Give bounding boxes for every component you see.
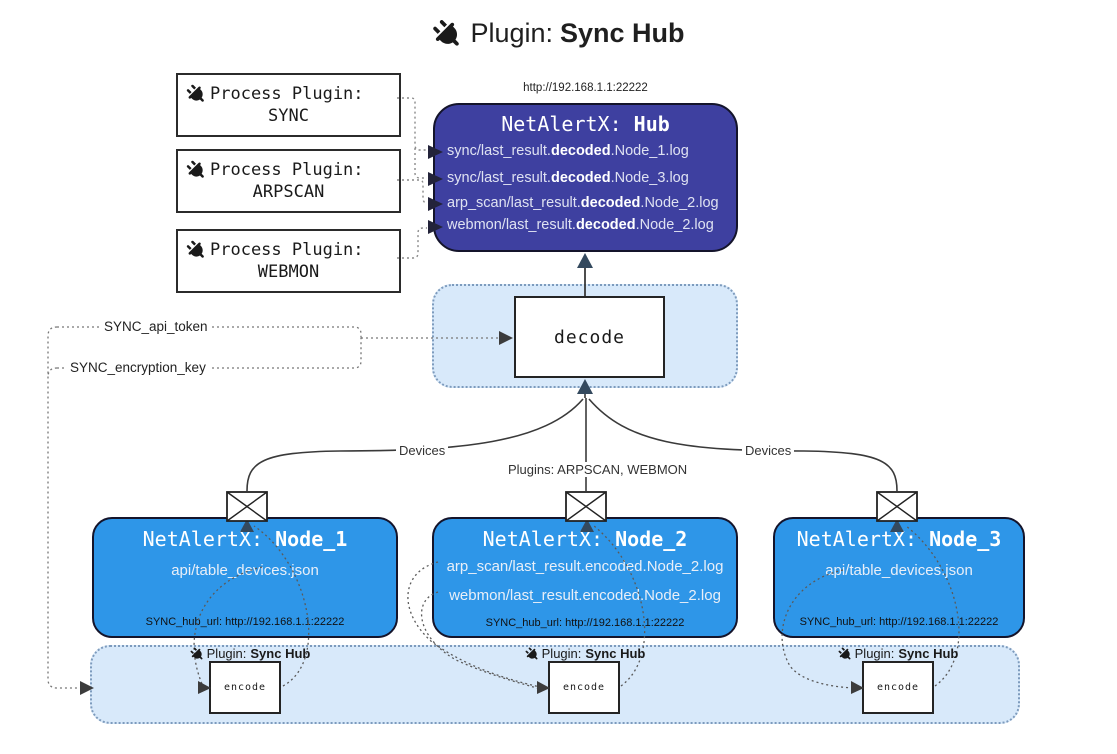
encode-box-2: encode xyxy=(548,661,620,714)
hub-box xyxy=(433,103,738,252)
edge-label-devices-right: Devices xyxy=(742,443,795,458)
plug-icon xyxy=(186,240,206,260)
process-plugin-label: Process Plugin: xyxy=(210,84,364,104)
process-plugin-name: ARPSCAN xyxy=(252,182,325,202)
node-3-file: api/table_devices.json xyxy=(825,562,973,579)
node-2-file: webmon/last_result.encoded.Node_2.log xyxy=(449,587,721,604)
encoder-1-label: Plugin:Sync Hub xyxy=(170,646,330,661)
page-title: Plugin: Sync Hub xyxy=(0,18,1117,49)
process-plugin-webmon: Process Plugin: WEBMON xyxy=(176,229,401,293)
decode-to-hub-arrow-icon xyxy=(577,253,593,268)
plug-icon xyxy=(432,19,462,49)
hub-title-name: Hub xyxy=(633,112,670,136)
edge-webmon-to-hub xyxy=(397,227,427,259)
encode-label: encode xyxy=(876,682,920,693)
title-name: Sync Hub xyxy=(560,18,685,48)
node-2-hub-url: SYNC_hub_url: http://192.168.1.1:22222 xyxy=(485,617,685,629)
encode-box-1: encode xyxy=(209,661,281,714)
sync-api-token-label: SYNC_api_token xyxy=(100,319,212,334)
hub-log-line: sync/last_result.decoded.Node_1.log xyxy=(447,143,689,159)
edge-label-devices-left: Devices xyxy=(396,443,449,458)
sync-encryption-key-label: SYNC_encryption_key xyxy=(66,360,210,375)
plug-icon xyxy=(838,646,852,661)
plug-icon xyxy=(186,160,206,180)
node-2-file: arp_scan/last_result.encoded.Node_2.log xyxy=(446,558,724,575)
edge-sync-to-hub xyxy=(397,97,427,179)
title-prefix: Plugin: xyxy=(470,18,554,48)
process-plugin-sync: Process Plugin: SYNC xyxy=(176,73,401,137)
encoder-3-label: Plugin:Sync Hub xyxy=(818,646,978,661)
encode-label: encode xyxy=(223,682,267,693)
process-plugin-arpscan: Process Plugin: ARPSCAN xyxy=(176,149,401,213)
encode-label: encode xyxy=(562,682,606,693)
decode-label: decode xyxy=(553,326,626,348)
edge-label-plugins: Plugins: ARPSCAN, WEBMON xyxy=(505,462,691,477)
hub-log-line: sync/last_result.decoded.Node_3.log xyxy=(447,170,689,186)
hub-url: http://192.168.1.1:22222 xyxy=(523,82,648,94)
process-plugin-name: SYNC xyxy=(268,106,309,126)
encode-box-3: encode xyxy=(862,661,934,714)
node-1-title: NetAlertX: Node_1 xyxy=(142,527,348,551)
decode-box: decode xyxy=(514,296,665,378)
node-1-file: api/table_devices.json xyxy=(171,562,319,579)
edge-arpscan-to-hub xyxy=(397,179,428,204)
process-plugin-label: Process Plugin: xyxy=(210,240,364,260)
plug-icon xyxy=(186,84,206,104)
process-plugin-label: Process Plugin: xyxy=(210,160,364,180)
hub-log-line: arp_scan/last_result.decoded.Node_2.log xyxy=(447,195,719,211)
node-3-title: NetAlertX: Node_3 xyxy=(796,527,1002,551)
hub-log-line: webmon/last_result.decoded.Node_2.log xyxy=(447,217,714,233)
hub-title-prefix: NetAlertX: xyxy=(501,112,634,136)
process-plugin-name: WEBMON xyxy=(257,262,320,282)
plug-icon xyxy=(190,646,204,661)
hub-title: NetAlertX: Hub xyxy=(433,112,738,136)
encoder-2-label: Plugin:Sync Hub xyxy=(505,646,665,661)
node-2-title: NetAlertX: Node_2 xyxy=(482,527,688,551)
plug-icon xyxy=(525,646,539,661)
node-3-hub-url: SYNC_hub_url: http://192.168.1.1:22222 xyxy=(799,616,999,628)
node-1-hub-url: SYNC_hub_url: http://192.168.1.1:22222 xyxy=(145,616,345,628)
